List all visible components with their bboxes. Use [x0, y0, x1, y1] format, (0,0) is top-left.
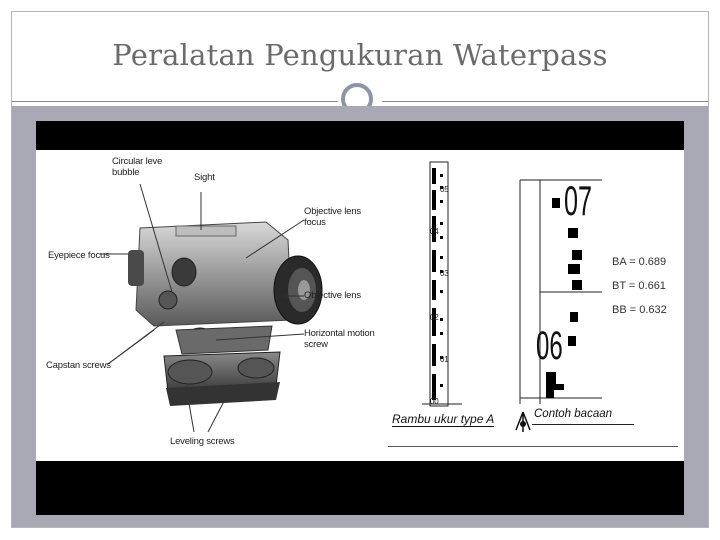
reading-key: BA: [612, 256, 627, 268]
staff-tick-04: 04: [430, 227, 439, 236]
example-caption: Contoh bacaan: [534, 408, 613, 420]
caption-underline: [388, 446, 678, 447]
staff-tick-05: 05: [440, 185, 449, 194]
label-circular-level-bubble: Circular leve bubble: [112, 156, 163, 178]
label-leveling-screws: Leveling screws: [170, 436, 235, 447]
reading-key: BT: [612, 280, 626, 292]
example-reading-graphic: [519, 179, 602, 404]
staff-tick-01: 01: [440, 355, 449, 364]
label-sight: Sight: [194, 172, 215, 183]
label-horizontal-motion-screw: Horizontal motion screw: [304, 328, 375, 350]
reading-value: = 0.632: [629, 304, 667, 316]
reading-bt: BT = 0.661: [612, 280, 666, 293]
slide-title: Peralatan Pengukuran Waterpass: [112, 38, 608, 72]
label-objective-lens: Objective lens: [304, 290, 361, 301]
staff-caption: Rambu ukur type A: [392, 412, 495, 427]
example-number-06: 06: [536, 324, 563, 368]
title-divider-left: [12, 101, 338, 102]
example-caption-underline: [532, 424, 634, 425]
reading-value: = 0.661: [628, 280, 666, 292]
label-capstan-screws: Capstan screws: [46, 360, 111, 371]
label-eyepiece-focus: Eyepiece focus: [48, 250, 110, 261]
leveling-staff-graphic: [422, 161, 462, 407]
slide-frame: [11, 11, 709, 528]
reading-bb: BB = 0.632: [612, 304, 667, 317]
label-objective-lens-focus: Objective lens focus: [304, 206, 361, 228]
waterpass-figure: Circular leve bubble Sight Objective len…: [36, 150, 684, 461]
reading-value: = 0.689: [629, 256, 667, 268]
example-number-07: 07: [564, 177, 593, 224]
tripod-marker-icon: [515, 411, 531, 432]
reading-ba: BA = 0.689: [612, 256, 666, 269]
staff-tick-03: 03: [440, 269, 449, 278]
staff-tick-00: 00: [430, 397, 439, 406]
reading-key: BB: [612, 304, 627, 316]
title-divider-right: [382, 101, 708, 102]
automatic-level-illustration: [100, 183, 323, 433]
staff-tick-02: 02: [430, 313, 439, 322]
